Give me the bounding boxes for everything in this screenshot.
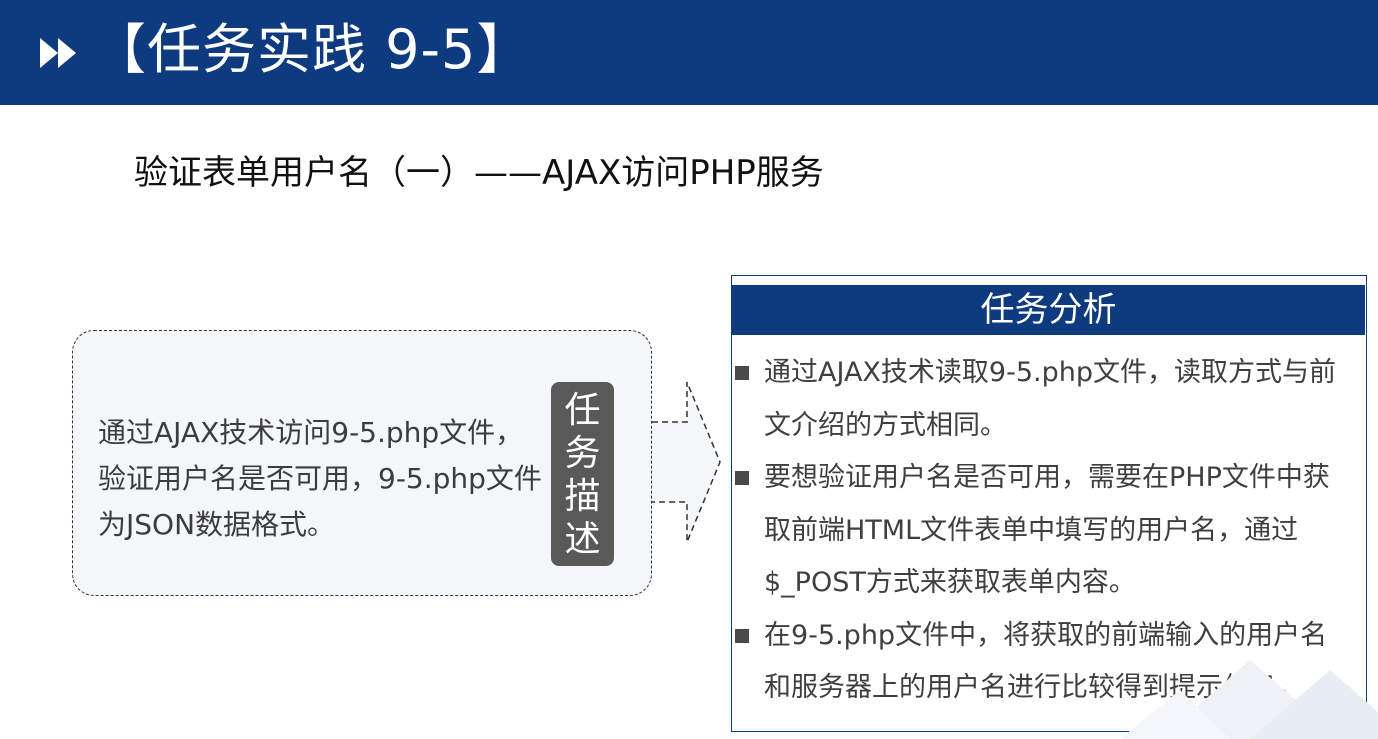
task-analysis-panel: 任务分析 通过AJAX技术读取9-5.php文件，读取方式与前文介绍的方式相同。… — [731, 275, 1367, 732]
square-bullet-icon — [735, 471, 749, 485]
corner-decoration — [1120, 660, 1378, 739]
subtitle: 验证表单用户名（一）——AJAX访问PHP服务 — [134, 153, 824, 193]
arrow-icon — [652, 381, 721, 543]
task-analysis-list: 通过AJAX技术读取9-5.php文件，读取方式与前文介绍的方式相同。 要想验证… — [732, 347, 1365, 715]
square-bullet-icon — [735, 366, 749, 380]
fast-forward-icon — [40, 38, 76, 68]
tag-char: 述 — [564, 519, 601, 560]
list-item: 要想验证用户名是否可用，需要在PHP文件中获取前端HTML文件表单中填写的用户名… — [732, 452, 1365, 610]
list-item: 通过AJAX技术读取9-5.php文件，读取方式与前文介绍的方式相同。 — [732, 347, 1365, 452]
tag-char: 任 — [564, 390, 601, 431]
header-bar: 【任务实践 9-5】 — [0, 0, 1378, 105]
list-item-text: 在9-5.php文件中，将获取的前端输入的用户名和服务器上的用户名进行比较得到提… — [764, 619, 1328, 704]
list-item-text: 要想验证用户名是否可用，需要在PHP文件中获取前端HTML文件表单中填写的用户名… — [764, 462, 1330, 598]
tag-char: 描 — [564, 476, 601, 517]
task-analysis-title: 任务分析 — [732, 285, 1365, 335]
task-description-text: 通过AJAX技术访问9-5.php文件，验证用户名是否可用，9-5.php文件为… — [98, 416, 542, 541]
task-description-tag: 任 务 描 述 — [551, 382, 614, 566]
square-bullet-icon — [735, 628, 749, 643]
page-title: 【任务实践 9-5】 — [92, 18, 532, 81]
list-item-text: 通过AJAX技术读取9-5.php文件，读取方式与前文介绍的方式相同。 — [764, 357, 1336, 441]
list-item: 在9-5.php文件中，将获取的前端输入的用户名和服务器上的用户名进行比较得到提… — [732, 610, 1365, 715]
tag-char: 务 — [564, 433, 601, 474]
